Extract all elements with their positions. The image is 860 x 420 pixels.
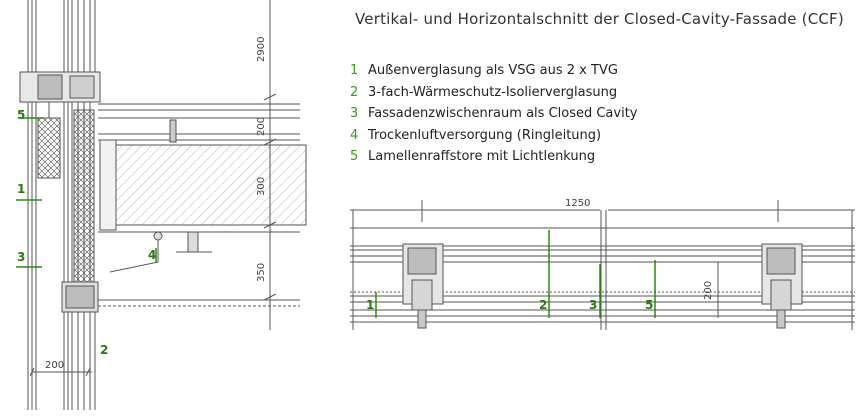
legend-item: 1 Außenverglasung als VSG aus 2 x TVG: [350, 60, 637, 82]
legend-list: 1 Außenverglasung als VSG aus 2 x TVG 2 3-…: [350, 60, 637, 168]
legend-text: Lamellenraffstore mit Lichtlenkung: [368, 149, 596, 164]
dimension-350: 350: [256, 262, 267, 282]
legend-text: Außenverglasung als VSG aus 2 x TVG: [368, 63, 618, 78]
legend-item: 4 Trockenluftversorgung (Ringleitung): [350, 125, 637, 147]
legend-number: 2: [350, 84, 359, 100]
vertical-label-3: 3: [17, 250, 26, 264]
vertical-label-2: 2: [100, 343, 109, 357]
dimension-2900: 2900: [256, 36, 267, 62]
legend-item: 5 Lamellenraffstore mit Lichtlenkung: [350, 146, 637, 168]
vertical-label-4: 4: [148, 248, 157, 262]
dimension-300: 300: [256, 176, 267, 196]
horizontal-label-1: 1: [366, 298, 375, 312]
horizontal-label-3: 3: [589, 298, 598, 312]
legend-item: 3 Fassadenzwischenraum als Closed Cavity: [350, 103, 637, 125]
page-title: Vertikal- und Horizontalschnitt der Clos…: [355, 10, 844, 28]
dimension-200-right: 200: [703, 280, 714, 300]
legend-text: 3-fach-Wärmeschutz-Isolierverglasung: [368, 84, 618, 100]
legend-text: Fassadenzwischenraum als Closed Cavity: [368, 106, 638, 121]
legend-number: 3: [350, 106, 359, 121]
horizontal-label-5: 5: [645, 298, 654, 312]
vertical-label-markers: [16, 117, 157, 268]
legend-item: 2 3-fach-Wärmeschutz-Isolierverglasung: [350, 82, 637, 104]
legend-text: Trockenluftversorgung (Ringleitung): [368, 127, 602, 143]
legend-number: 4: [350, 127, 359, 143]
dimension-200-top: 200: [256, 116, 267, 136]
dimension-1250: 1250: [565, 198, 591, 209]
horizontal-label-2: 2: [539, 298, 548, 312]
legend-number: 5: [350, 149, 359, 164]
horizontal-section: [350, 200, 855, 330]
vertical-label-1: 1: [17, 182, 26, 196]
vertical-label-5: 5: [17, 108, 26, 122]
dimension-200-bottom: 200: [45, 360, 65, 371]
vertical-section: [19, 0, 307, 410]
legend-number: 1: [350, 63, 359, 78]
horizontal-label-markers: [375, 230, 656, 318]
